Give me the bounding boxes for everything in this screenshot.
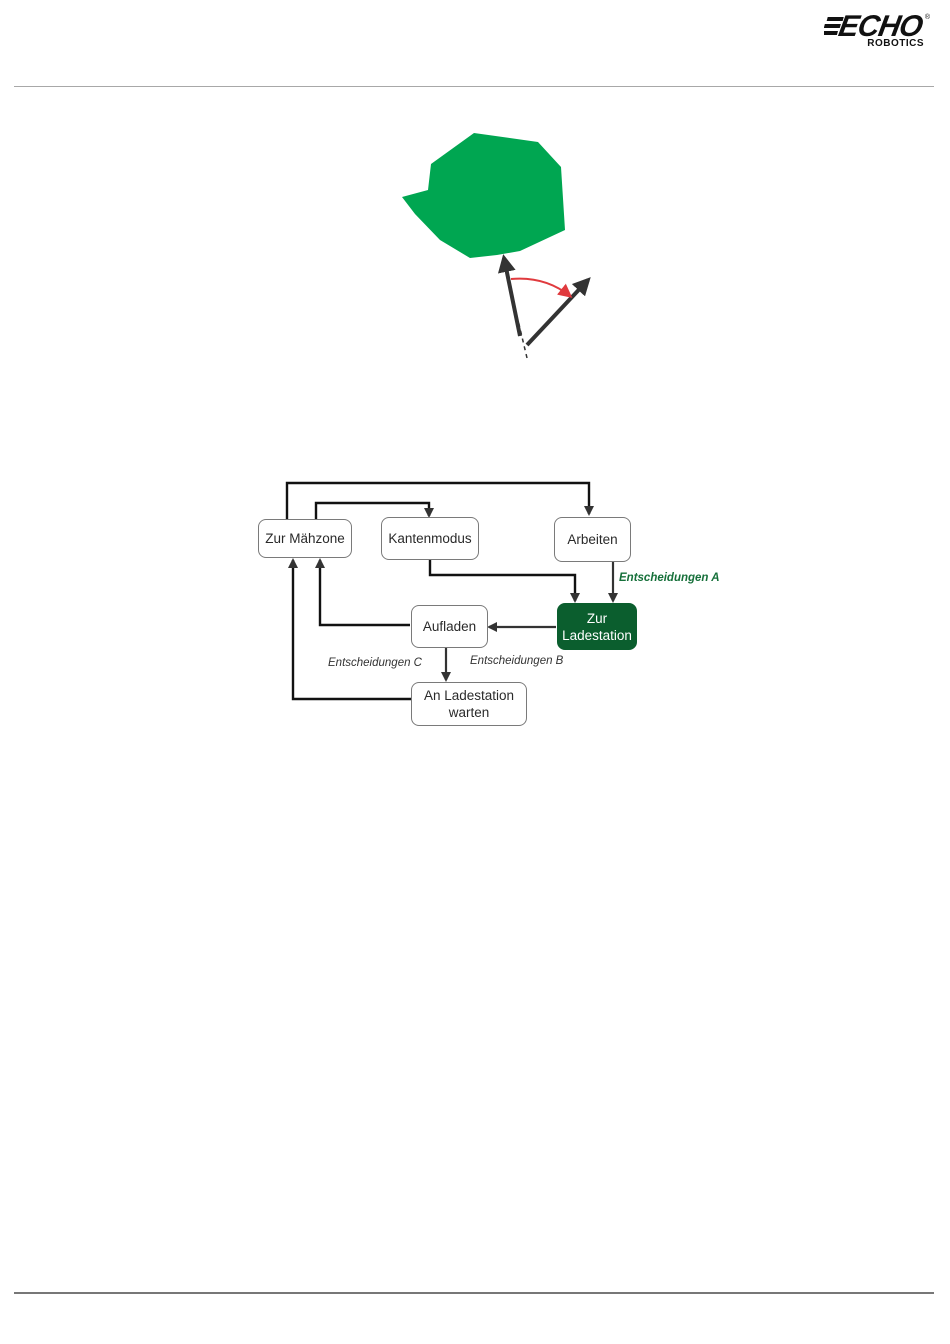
edge-kantenmodus-to-ladestation [430,560,575,601]
label-entscheidungen-c: Entscheidungen C [328,657,422,669]
edge-aufladen-to-mahzone [320,560,410,625]
node-aufladen: Aufladen [411,605,488,648]
node-arbeiten: Arbeiten [554,517,631,562]
edge-warten-to-mahzone [293,560,411,699]
node-kantenmodus: Kantenmodus [381,517,479,560]
edge-mahzone-to-arbeiten [287,483,589,519]
node-zur-ladestation: Zur Ladestation [557,603,637,650]
node-an-ladestation-warten: An Ladestation warten [411,682,527,726]
label-entscheidungen-a: Entscheidungen A [619,572,720,584]
node-zur-mahzone: Zur Mähzone [258,519,352,558]
label-entscheidungen-b: Entscheidungen B [470,655,563,667]
footer-divider [14,1292,934,1294]
